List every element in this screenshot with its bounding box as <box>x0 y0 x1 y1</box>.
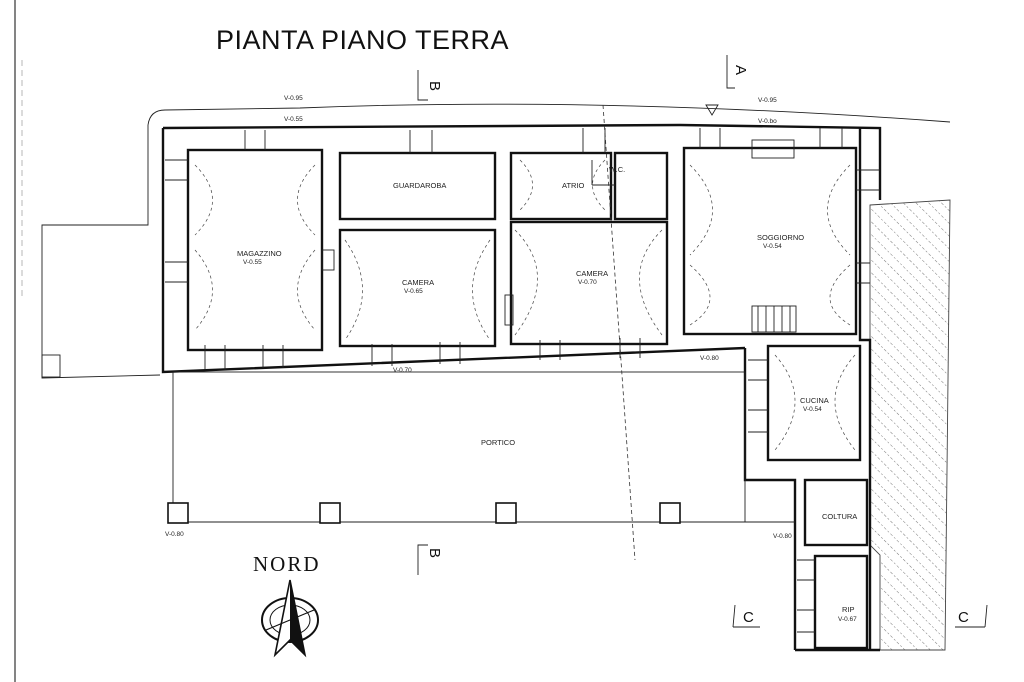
section-marker-b-top: B <box>417 70 443 101</box>
level-portico-wall: V-0.70 <box>393 367 412 374</box>
left-boundary <box>41 125 161 379</box>
fireplace <box>751 139 795 159</box>
level-top-right-inner: V-0.bo <box>758 118 777 125</box>
opening-marks <box>165 128 880 633</box>
room-wc <box>613 151 669 221</box>
room-level-camera-1: V-0.65 <box>404 288 423 295</box>
drawing-title: PIANTA PIANO TERRA <box>216 25 509 55</box>
room-label-soggiorno: SOGGIORNO <box>757 233 804 242</box>
room-atrio <box>509 151 613 221</box>
room-label-camera-2: CAMERA <box>576 269 608 278</box>
portico-area <box>172 371 746 523</box>
pillar-1 <box>167 502 189 524</box>
outer-wall-right <box>858 128 872 650</box>
level-top-right-outer: V-0.95 <box>758 97 777 104</box>
room-rip <box>813 554 869 650</box>
camera-2-niche <box>504 294 514 326</box>
room-coltura <box>803 478 869 547</box>
svg-text:B: B <box>426 548 443 558</box>
room-label-coltura: COLTURA <box>822 512 857 521</box>
room-camera-2 <box>509 220 669 346</box>
room-label-atrio: ATRIO <box>562 181 585 190</box>
outer-wall-main <box>161 123 882 374</box>
level-top-left-outer: V-0.95 <box>284 95 303 102</box>
level-bottom-left: V-0.80 <box>165 531 184 538</box>
section-marker-c-left: C <box>732 604 760 628</box>
room-level-magazzino: V-0.55 <box>243 259 262 266</box>
room-level-rip: V-0.67 <box>838 616 857 623</box>
terrain-hatch <box>869 199 951 651</box>
section-marker-a-top: A <box>705 55 749 116</box>
svg-text:B: B <box>426 81 443 91</box>
section-marker-b-bottom: B <box>417 544 443 575</box>
room-label-portico: PORTICO <box>481 438 515 447</box>
vault-marks <box>194 159 856 451</box>
boundary-box <box>41 354 61 378</box>
room-cucina <box>766 344 862 462</box>
room-level-soggiorno: V-0.54 <box>763 243 782 250</box>
staircase <box>751 305 797 333</box>
level-soggiorno-front: V-0.80 <box>700 355 719 362</box>
level-bottom-right: V-0.80 <box>773 533 792 540</box>
room-label-guardaroba: GUARDAROBA <box>393 181 446 190</box>
pillar-3 <box>495 502 517 524</box>
magazzino-niche <box>321 249 335 271</box>
room-label-magazzino: MAGAZZINO <box>237 249 282 258</box>
room-level-camera-2: V-0.70 <box>578 279 597 286</box>
svg-text:C: C <box>958 609 969 626</box>
svg-text:A: A <box>732 65 749 75</box>
room-label-wc: W.C. <box>609 165 625 174</box>
room-guardaroba <box>338 151 497 221</box>
section-line-a <box>602 104 636 561</box>
room-label-cucina: CUCINA <box>800 396 829 405</box>
svg-text:NORD: NORD <box>253 552 321 576</box>
pillar-4 <box>659 502 681 524</box>
room-soggiorno <box>682 146 858 336</box>
room-level-cucina: V-0.54 <box>803 406 822 413</box>
room-label-camera-1: CAMERA <box>402 278 434 287</box>
north-arrow: NORD <box>253 552 321 658</box>
svg-text:C: C <box>743 609 754 626</box>
room-label-rip: RIP <box>842 605 855 614</box>
level-top-left-inner: V-0.55 <box>284 116 303 123</box>
road-boundary <box>147 103 951 126</box>
section-marker-c-right: C <box>955 604 988 628</box>
pillar-2 <box>319 502 341 524</box>
room-camera-1 <box>338 228 497 348</box>
